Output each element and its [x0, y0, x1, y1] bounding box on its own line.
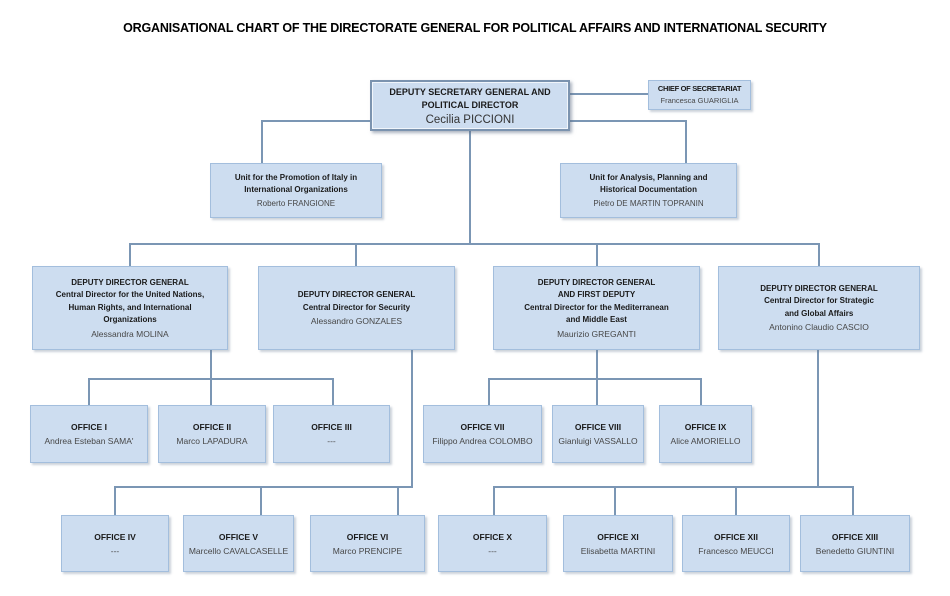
org-node-office-1: OFFICE I Andrea Esteban SAMA' — [30, 405, 148, 463]
org-node-deputy-secretary-general: DEPUTY SECRETARY GENERAL AND POLITICAL D… — [370, 80, 570, 131]
connector-bus-offices-4 — [494, 486, 854, 488]
person-name: Marco PRENCIPE — [332, 545, 403, 556]
role-title: DEPUTY SECRETARY GENERAL AND POLITICAL D… — [389, 86, 551, 110]
person-name: Francesco MEUCCI — [698, 545, 774, 556]
role-title: OFFICE XI — [597, 531, 639, 542]
connector-ddg2-drop — [411, 350, 413, 488]
org-node-unit-analysis-planning: Unit for Analysis, Planning and Historic… — [560, 163, 737, 218]
connector-bus-offices-1 — [89, 378, 334, 380]
org-node-office-5: OFFICE V Marcello CAVALCASELLE — [183, 515, 294, 572]
org-node-office-3: OFFICE III --- — [273, 405, 390, 463]
connector-stub-ddg2 — [355, 243, 357, 267]
connector-stub-office5 — [260, 486, 262, 516]
connector-stub-office13 — [852, 486, 854, 516]
role-title: DEPUTY DIRECTOR GENERAL Central Director… — [760, 283, 878, 318]
role-title: DEPUTY DIRECTOR GENERAL Central Director… — [55, 277, 205, 325]
role-title: OFFICE V — [218, 531, 259, 542]
org-node-ddg-united-nations: DEPUTY DIRECTOR GENERAL Central Director… — [32, 266, 228, 350]
person-name: Roberto FRANGIONE — [256, 198, 336, 208]
role-title: DEPUTY DIRECTOR GENERAL AND FIRST DEPUTY… — [524, 277, 669, 325]
person-name: Andrea Esteban SAMA' — [44, 436, 134, 446]
role-title: OFFICE X — [472, 531, 513, 542]
role-title: OFFICE XIII — [831, 531, 879, 542]
role-title: OFFICE IX — [684, 422, 727, 432]
connector-stub-office11 — [614, 486, 616, 516]
connector-stub-office9 — [700, 378, 702, 406]
person-name: Alice AMORIELLO — [670, 436, 741, 446]
person-name: Elisabetta MARTINI — [580, 545, 656, 556]
org-node-office-2: OFFICE II Marco LAPADURA — [158, 405, 266, 463]
person-name: Alessandro GONZALES — [310, 316, 403, 326]
org-node-ddg-security: DEPUTY DIRECTOR GENERAL Central Director… — [258, 266, 455, 350]
person-name: --- — [488, 545, 497, 556]
person-name: --- — [327, 436, 336, 446]
person-name: Filippo Andrea COLOMBO — [432, 436, 533, 446]
org-node-ddg-strategic: DEPUTY DIRECTOR GENERAL Central Director… — [718, 266, 920, 350]
connector-left-elbow-h — [262, 120, 371, 122]
person-name: Maurizio GREGANTI — [557, 328, 636, 339]
connector-stub-office10 — [493, 486, 495, 516]
connector-bus-offices-2 — [115, 486, 413, 488]
org-node-office-6: OFFICE VI Marco PRENCIPE — [310, 515, 425, 572]
role-title: OFFICE XII — [714, 531, 758, 542]
person-name: Pietro DE MARTIN TOPRANIN — [593, 198, 704, 208]
person-name: Marco LAPADURA — [176, 436, 248, 446]
role-title: OFFICE II — [192, 422, 232, 432]
org-node-office-13: OFFICE XIII Benedetto GIUNTINI — [800, 515, 910, 572]
org-node-office-8: OFFICE VIII Gianluigi VASSALLO — [552, 405, 644, 463]
person-name: Gianluigi VASSALLO — [558, 436, 638, 446]
connector-stub-office6 — [397, 486, 399, 516]
connector-stub-ddg3 — [596, 243, 598, 267]
role-title: OFFICE I — [71, 422, 107, 432]
person-name: Alessandra MOLINA — [91, 328, 169, 339]
connector-chief-link — [570, 93, 648, 95]
connector-stub-office12 — [735, 486, 737, 516]
role-title: OFFICE VI — [346, 531, 389, 542]
person-name: Cecilia PICCIONI — [425, 113, 515, 126]
role-title: OFFICE IV — [94, 531, 136, 542]
role-title: OFFICE VII — [460, 422, 505, 432]
org-node-office-12: OFFICE XII Francesco MEUCCI — [682, 515, 790, 572]
org-node-ddg-mediterranean: DEPUTY DIRECTOR GENERAL AND FIRST DEPUTY… — [493, 266, 700, 350]
org-node-office-7: OFFICE VII Filippo Andrea COLOMBO — [423, 405, 542, 463]
role-title: CHIEF OF SECRETARIAT — [657, 84, 742, 93]
connector-stub-ddg4 — [818, 243, 820, 267]
connector-ddg4-drop — [817, 350, 819, 488]
person-name: --- — [110, 545, 120, 556]
connector-right-elbow-v — [685, 120, 687, 164]
connector-main-bus — [130, 243, 820, 245]
connector-right-elbow-h — [569, 120, 687, 122]
org-node-chief-of-secretariat: CHIEF OF SECRETARIAT Francesca GUARIGLIA — [648, 80, 751, 110]
connector-left-elbow-v — [261, 120, 263, 164]
org-node-unit-promotion-italy: Unit for the Promotion of Italy in Inter… — [210, 163, 382, 218]
role-title: OFFICE III — [311, 422, 352, 432]
person-name: Francesca GUARIGLIA — [660, 96, 739, 105]
role-title: Unit for Analysis, Planning and Historic… — [589, 172, 708, 194]
org-node-office-9: OFFICE IX Alice AMORIELLO — [659, 405, 752, 463]
connector-stub-office3 — [332, 378, 334, 406]
org-node-office-4: OFFICE IV --- — [61, 515, 169, 572]
person-name: Benedetto GIUNTINI — [815, 545, 895, 556]
org-node-office-10: OFFICE X --- — [438, 515, 547, 572]
connector-bus-offices-3 — [489, 378, 702, 380]
connector-stub-office7 — [488, 378, 490, 406]
person-name: Marcello CAVALCASELLE — [188, 545, 289, 556]
role-title: DEPUTY DIRECTOR GENERAL Central Director… — [297, 290, 416, 312]
org-node-office-11: OFFICE XI Elisabetta MARTINI — [563, 515, 673, 572]
connector-center-drop — [469, 130, 471, 245]
person-name: Antonino Claudio CASCIO — [769, 322, 869, 333]
role-title: Unit for the Promotion of Italy in Inter… — [234, 172, 358, 194]
chart-title: ORGANISATIONAL CHART OF THE DIRECTORATE … — [123, 21, 827, 35]
connector-stub-office4 — [114, 486, 116, 516]
connector-stub-office1 — [88, 378, 90, 406]
role-title: OFFICE VIII — [574, 422, 622, 432]
connector-stub-ddg1 — [129, 243, 131, 267]
